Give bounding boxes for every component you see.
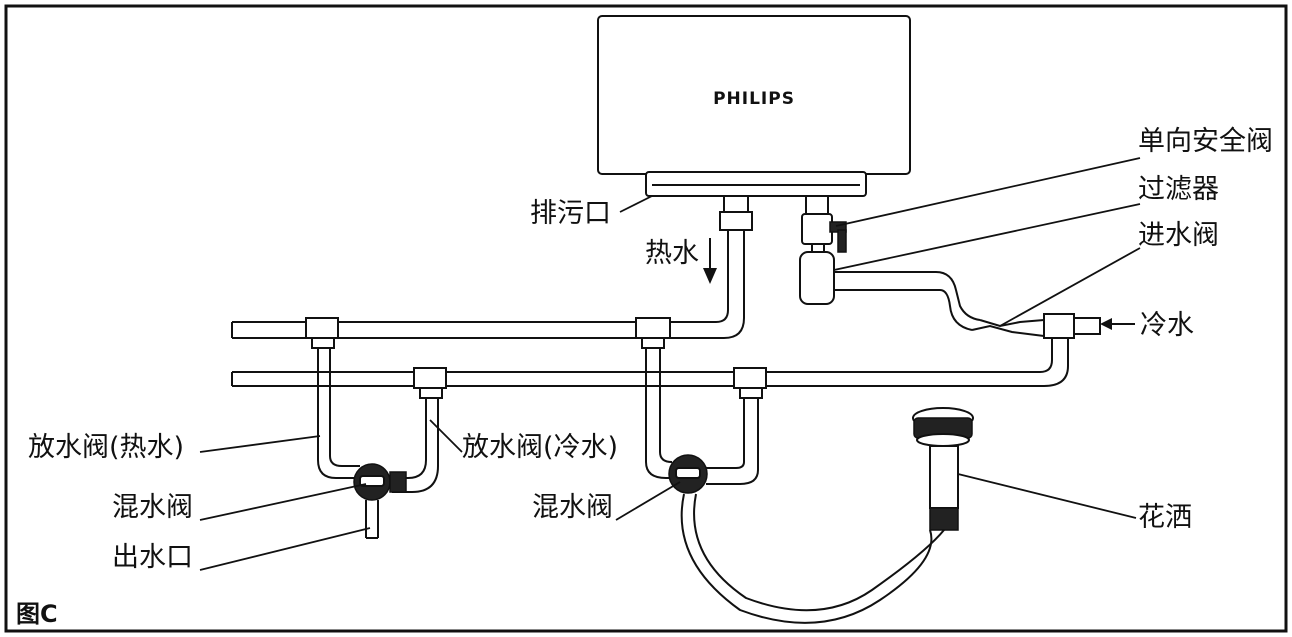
cold-inlet-assembly — [799, 195, 981, 331]
leader-lines — [199, 157, 1141, 571]
label-filter: 过滤器 — [1138, 174, 1219, 205]
cold-pipe-horizontal — [231, 371, 764, 387]
hot-pipe-horizontal — [231, 321, 672, 339]
label-drain-outlet: 排污口 — [530, 198, 611, 229]
label-cold-water: 冷水 — [1140, 310, 1194, 341]
brand-logo: PHILIPS — [713, 89, 795, 109]
left-mixer-assembly — [317, 348, 439, 539]
shower-hose — [680, 493, 933, 624]
label-drain-valve-cold: 放水阀(冷水) — [462, 432, 618, 463]
right-mixer-assembly — [645, 348, 945, 624]
label-drain-valve-hot: 放水阀(热水) — [28, 432, 184, 463]
hot-water-outlet — [672, 195, 753, 339]
check-valve-body — [805, 195, 829, 215]
figure-label: 图C — [16, 600, 58, 628]
label-mixing-valve-right: 混水阀 — [532, 492, 613, 523]
tee-fittings — [305, 317, 767, 399]
filter-body — [799, 251, 835, 305]
label-outlet: 出水口 — [112, 542, 193, 573]
label-check-valve: 单向安全阀 — [1138, 126, 1273, 157]
water-heater: PHILIPS — [597, 15, 911, 197]
diagram-frame — [4, 4, 1288, 633]
shower-head — [912, 407, 974, 531]
label-mixing-valve-left: 混水阀 — [112, 492, 193, 523]
label-hot-water: 热水 — [645, 238, 699, 269]
label-inlet-valve: 进水阀 — [1138, 220, 1219, 251]
hot-water-arrow — [703, 238, 717, 284]
inlet-valve — [764, 313, 1135, 387]
label-shower: 花洒 — [1138, 502, 1192, 533]
